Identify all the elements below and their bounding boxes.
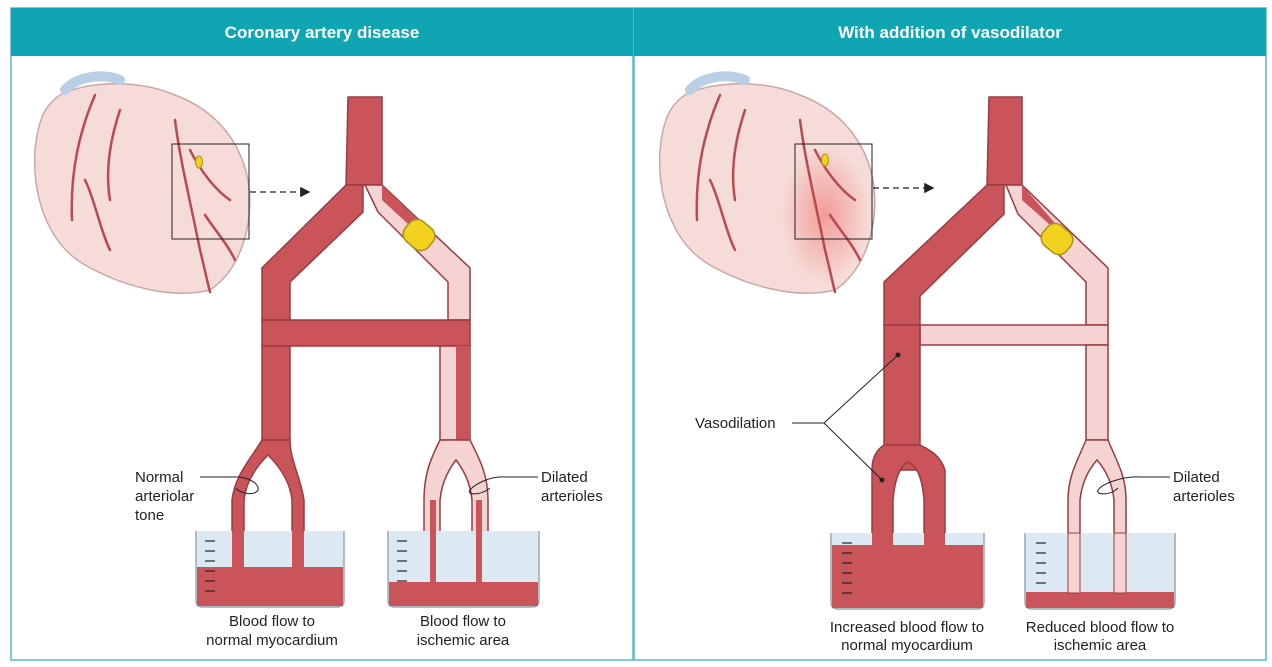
label-dilated-right-line2: arterioles <box>1173 488 1235 505</box>
beaker-left-ischemic-caption1: Blood flow to <box>420 613 506 630</box>
beaker-right-normal: Increased blood flow to normal myocardiu… <box>830 533 984 654</box>
label-normal-line3: tone <box>135 507 164 524</box>
beaker-left-normal: Blood flow to normal myocardium <box>196 531 344 649</box>
label-dilated-right-line1: Dilated <box>1173 469 1220 486</box>
beaker-left-ischemic-caption2: ischemic area <box>417 632 510 649</box>
beaker-right-ischemic: Reduced blood flow to ischemic area <box>1025 533 1175 654</box>
label-normal-line2: arteriolar <box>135 488 194 505</box>
beaker-right-ischemic-caption1: Reduced blood flow to <box>1026 619 1174 636</box>
beaker-left-normal-caption1: Blood flow to <box>229 613 315 630</box>
label-dilated-left-line2: arterioles <box>541 488 603 505</box>
left-panel: Coronary artery disease <box>11 8 633 660</box>
label-vasodilation-text: Vasodilation <box>695 415 776 432</box>
label-dilated-left-line1: Dilated <box>541 469 588 486</box>
beaker-right-normal-caption1: Increased blood flow to <box>830 619 984 636</box>
right-panel-title: With addition of vasodilator <box>838 23 1062 42</box>
right-panel: With addition of vasodilator <box>634 8 1266 660</box>
left-panel-title: Coronary artery disease <box>225 23 420 42</box>
beaker-left-normal-caption2: normal myocardium <box>206 632 338 649</box>
label-normal-line1: Normal <box>135 469 183 486</box>
beaker-right-ischemic-caption2: ischemic area <box>1054 637 1147 654</box>
beaker-right-normal-caption2: normal myocardium <box>841 637 973 654</box>
